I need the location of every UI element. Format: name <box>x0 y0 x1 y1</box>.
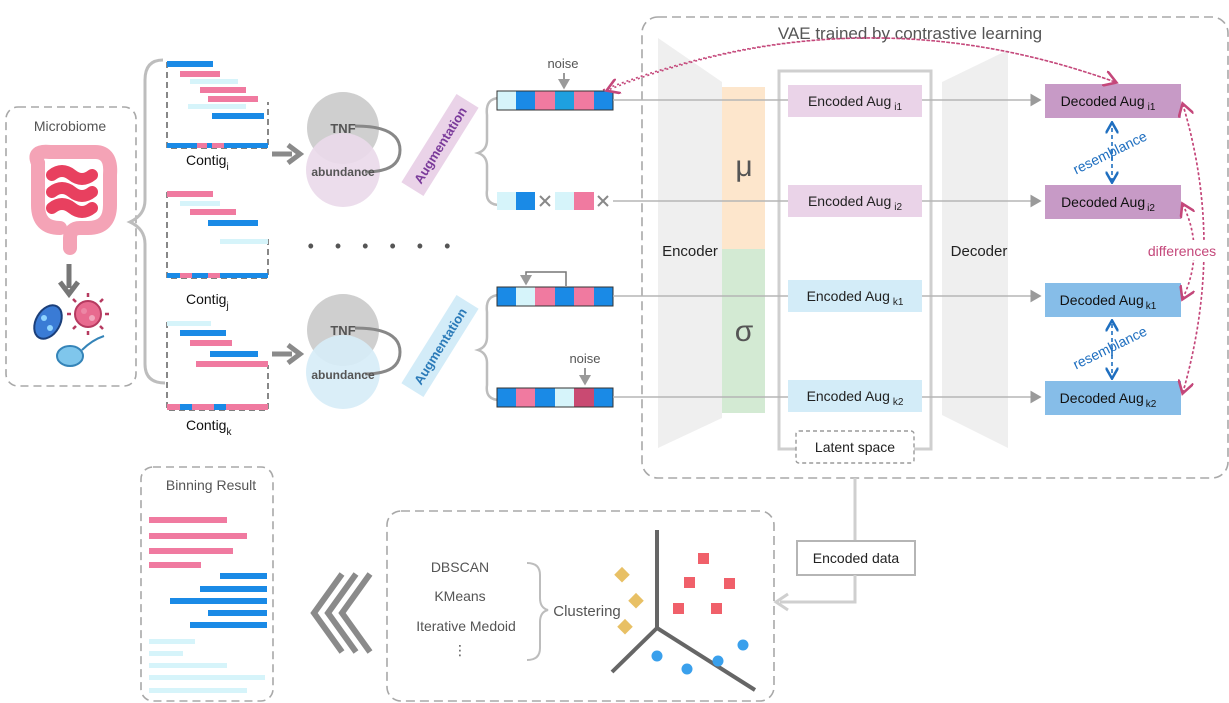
method-dbscan: DBSCAN <box>431 559 489 575</box>
resemblance-label-i: resemblance <box>1070 128 1149 178</box>
chevron-left-icon <box>310 572 373 654</box>
intestine-icon <box>29 144 118 255</box>
noise-label: noise <box>547 56 578 71</box>
microbiome-label: Microbiome <box>34 118 107 134</box>
encoded-to-clustering-line <box>780 575 857 604</box>
augmentation-banner-k: Augmentation <box>401 295 479 397</box>
contig-k-group: Contigk <box>166 321 269 438</box>
mu-bar <box>722 87 765 249</box>
latent-space-label: Latent space <box>815 439 895 455</box>
cluster-scatter <box>610 530 757 692</box>
clustering-label: Clustering <box>553 603 621 620</box>
method-more: ⋮ <box>453 642 467 658</box>
sigma-label: σ <box>735 315 754 348</box>
tnf-abundance-k: TNF abundance <box>306 294 402 409</box>
aug-brace-i <box>474 96 501 207</box>
tnf-abundance-i: TNF abundance <box>306 92 402 207</box>
sequence-i2 <box>497 192 609 210</box>
tnf-label: TNF <box>330 323 355 338</box>
abundance-label: abundance <box>311 165 375 179</box>
method-kmeans: KMeans <box>434 588 485 604</box>
contigs-brace <box>126 58 166 385</box>
contig-k-label: Contigk <box>186 417 232 438</box>
differences-label: differences <box>1148 243 1216 259</box>
mu-label: μ <box>735 150 752 183</box>
svg-text:Augmentation: Augmentation <box>411 305 470 387</box>
binning-result-label: Binning Result <box>166 477 256 493</box>
differences-arrows <box>602 37 1205 392</box>
contig-j-label: Contigj <box>186 291 229 312</box>
encoded-data-label: Encoded data <box>813 550 900 566</box>
microbiome-panel <box>5 106 137 387</box>
vae-panel <box>641 16 1229 479</box>
method-iterative-medoid: Iterative Medoid <box>416 618 516 634</box>
ellipsis-dots: • • • • • • <box>308 236 459 256</box>
svg-text:Augmentation: Augmentation <box>411 104 470 186</box>
methods-brace <box>526 562 549 661</box>
contig-j-group: Contigj <box>166 191 269 312</box>
tnf-label: TNF <box>330 121 355 136</box>
encoded-data-box <box>796 540 916 576</box>
contig-i-label: Contigi <box>186 152 229 173</box>
clustering-panel <box>386 510 775 702</box>
binning-result-panel <box>140 466 274 702</box>
sequence-k2: noise <box>496 351 614 408</box>
microbes-icon <box>33 293 109 367</box>
sequence-k1 <box>496 271 614 307</box>
aug-brace-k <box>474 293 501 402</box>
binning-bars <box>149 517 267 693</box>
decoder-label: Decoder <box>951 243 1008 260</box>
sequence-i1: noise <box>496 56 614 111</box>
noise-label: noise <box>569 351 600 366</box>
abundance-label: abundance <box>311 368 375 382</box>
augmentation-banner-i: Augmentation <box>401 94 479 196</box>
contig-i-group: Contigi <box>166 61 269 173</box>
encoder-label: Encoder <box>662 243 718 260</box>
encoder-block <box>658 38 722 448</box>
decoder-block <box>942 50 1008 448</box>
sigma-bar <box>722 249 765 413</box>
resemblance-label-k: resemblance <box>1070 323 1149 373</box>
